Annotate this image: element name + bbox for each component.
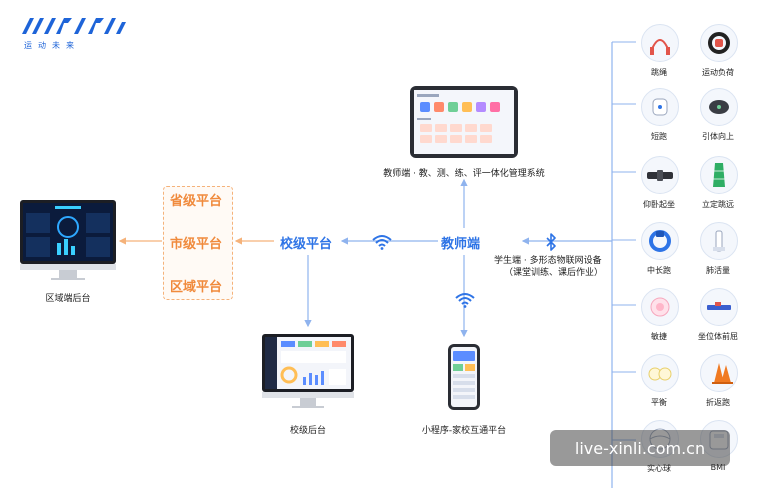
- device-5: [641, 156, 679, 194]
- long-jump-mat-icon: [713, 163, 725, 187]
- bluetooth-icon: [546, 233, 556, 251]
- district-platform-label: 区域平台: [170, 280, 223, 295]
- brand-logo-icon: [22, 18, 126, 34]
- region-dashboard-screen: [23, 203, 113, 261]
- teacher-tablet: [410, 86, 518, 158]
- device-label: 肺活量: [706, 266, 730, 275]
- device-9: [641, 288, 679, 326]
- device-label: BMI: [710, 463, 726, 472]
- device-label: 坐位体前屈: [698, 332, 738, 341]
- brand-logo: 运动未来: [22, 18, 126, 51]
- pull-up-sensor-icon: [709, 100, 729, 114]
- heart-band-icon: [708, 32, 730, 54]
- brand-subtitle: 运动未来: [24, 41, 80, 50]
- sprint-sensor-icon: [652, 98, 668, 116]
- device-label: 敏捷: [651, 332, 667, 341]
- agility-light-icon: [650, 297, 670, 317]
- school-dashboard-screen: [265, 337, 351, 389]
- device-8: [700, 222, 738, 260]
- device-label: 实心球: [647, 464, 671, 473]
- device-7: [641, 222, 679, 260]
- student-caption-line1: 学生端 · 多形态物联网设备: [494, 256, 602, 266]
- device-label: 跳绳: [651, 68, 667, 77]
- wifi-icon-miniprogram: [455, 293, 475, 308]
- sit-up-band-icon: [647, 170, 673, 181]
- region-backend-caption: 区域端后台: [45, 294, 91, 304]
- device-label: 中长跑: [647, 266, 671, 275]
- device-6: [700, 156, 738, 194]
- mini-program-screen: [451, 347, 477, 407]
- school-backend-caption: 校级后台: [289, 426, 326, 436]
- device-3: [641, 88, 679, 126]
- teacher-system-caption: 教师端 · 教、测、练、评一体化管理系统: [383, 169, 545, 179]
- device-label: 折返跑: [706, 398, 730, 407]
- school-backend-monitor: [262, 334, 354, 408]
- cone-icon: [712, 363, 733, 384]
- wristband-icon: [649, 230, 671, 252]
- region-platform-group: [163, 186, 233, 300]
- device-11: [641, 354, 679, 392]
- device-label: 运动负荷: [702, 68, 734, 77]
- mini-program-phone: [448, 344, 480, 410]
- device-label: 仰卧起坐: [643, 200, 675, 209]
- teacher-label: 教师端: [441, 237, 481, 252]
- sit-reach-icon: [707, 302, 731, 310]
- school-platform-label: 校级平台: [280, 237, 333, 252]
- mini-program-caption: 小程序-家校互通平台: [421, 426, 507, 436]
- jump-rope-icon: [650, 39, 670, 55]
- device-10: [700, 288, 738, 326]
- device-4: [700, 88, 738, 126]
- device-label: 立定跳远: [702, 200, 734, 209]
- balance-pad-icon: [648, 367, 672, 381]
- device-2: [700, 24, 738, 62]
- device-label: 平衡: [651, 398, 667, 407]
- device-12: [700, 354, 738, 392]
- device-1: [641, 24, 679, 62]
- region-backend-monitor: [20, 200, 116, 280]
- teacher-app-screen: [414, 90, 514, 154]
- watermark: live-xinli.com.cn: [550, 430, 730, 466]
- city-platform-label: 市级平台: [170, 237, 223, 252]
- student-caption-line2: （课堂训练、课后作业）: [504, 268, 604, 278]
- wifi-icon: [372, 235, 392, 250]
- device-label: 引体向上: [702, 132, 734, 141]
- device-label: 短跑: [651, 132, 667, 141]
- province-platform-label: 省级平台: [170, 194, 223, 209]
- spirometer-icon: [713, 230, 725, 252]
